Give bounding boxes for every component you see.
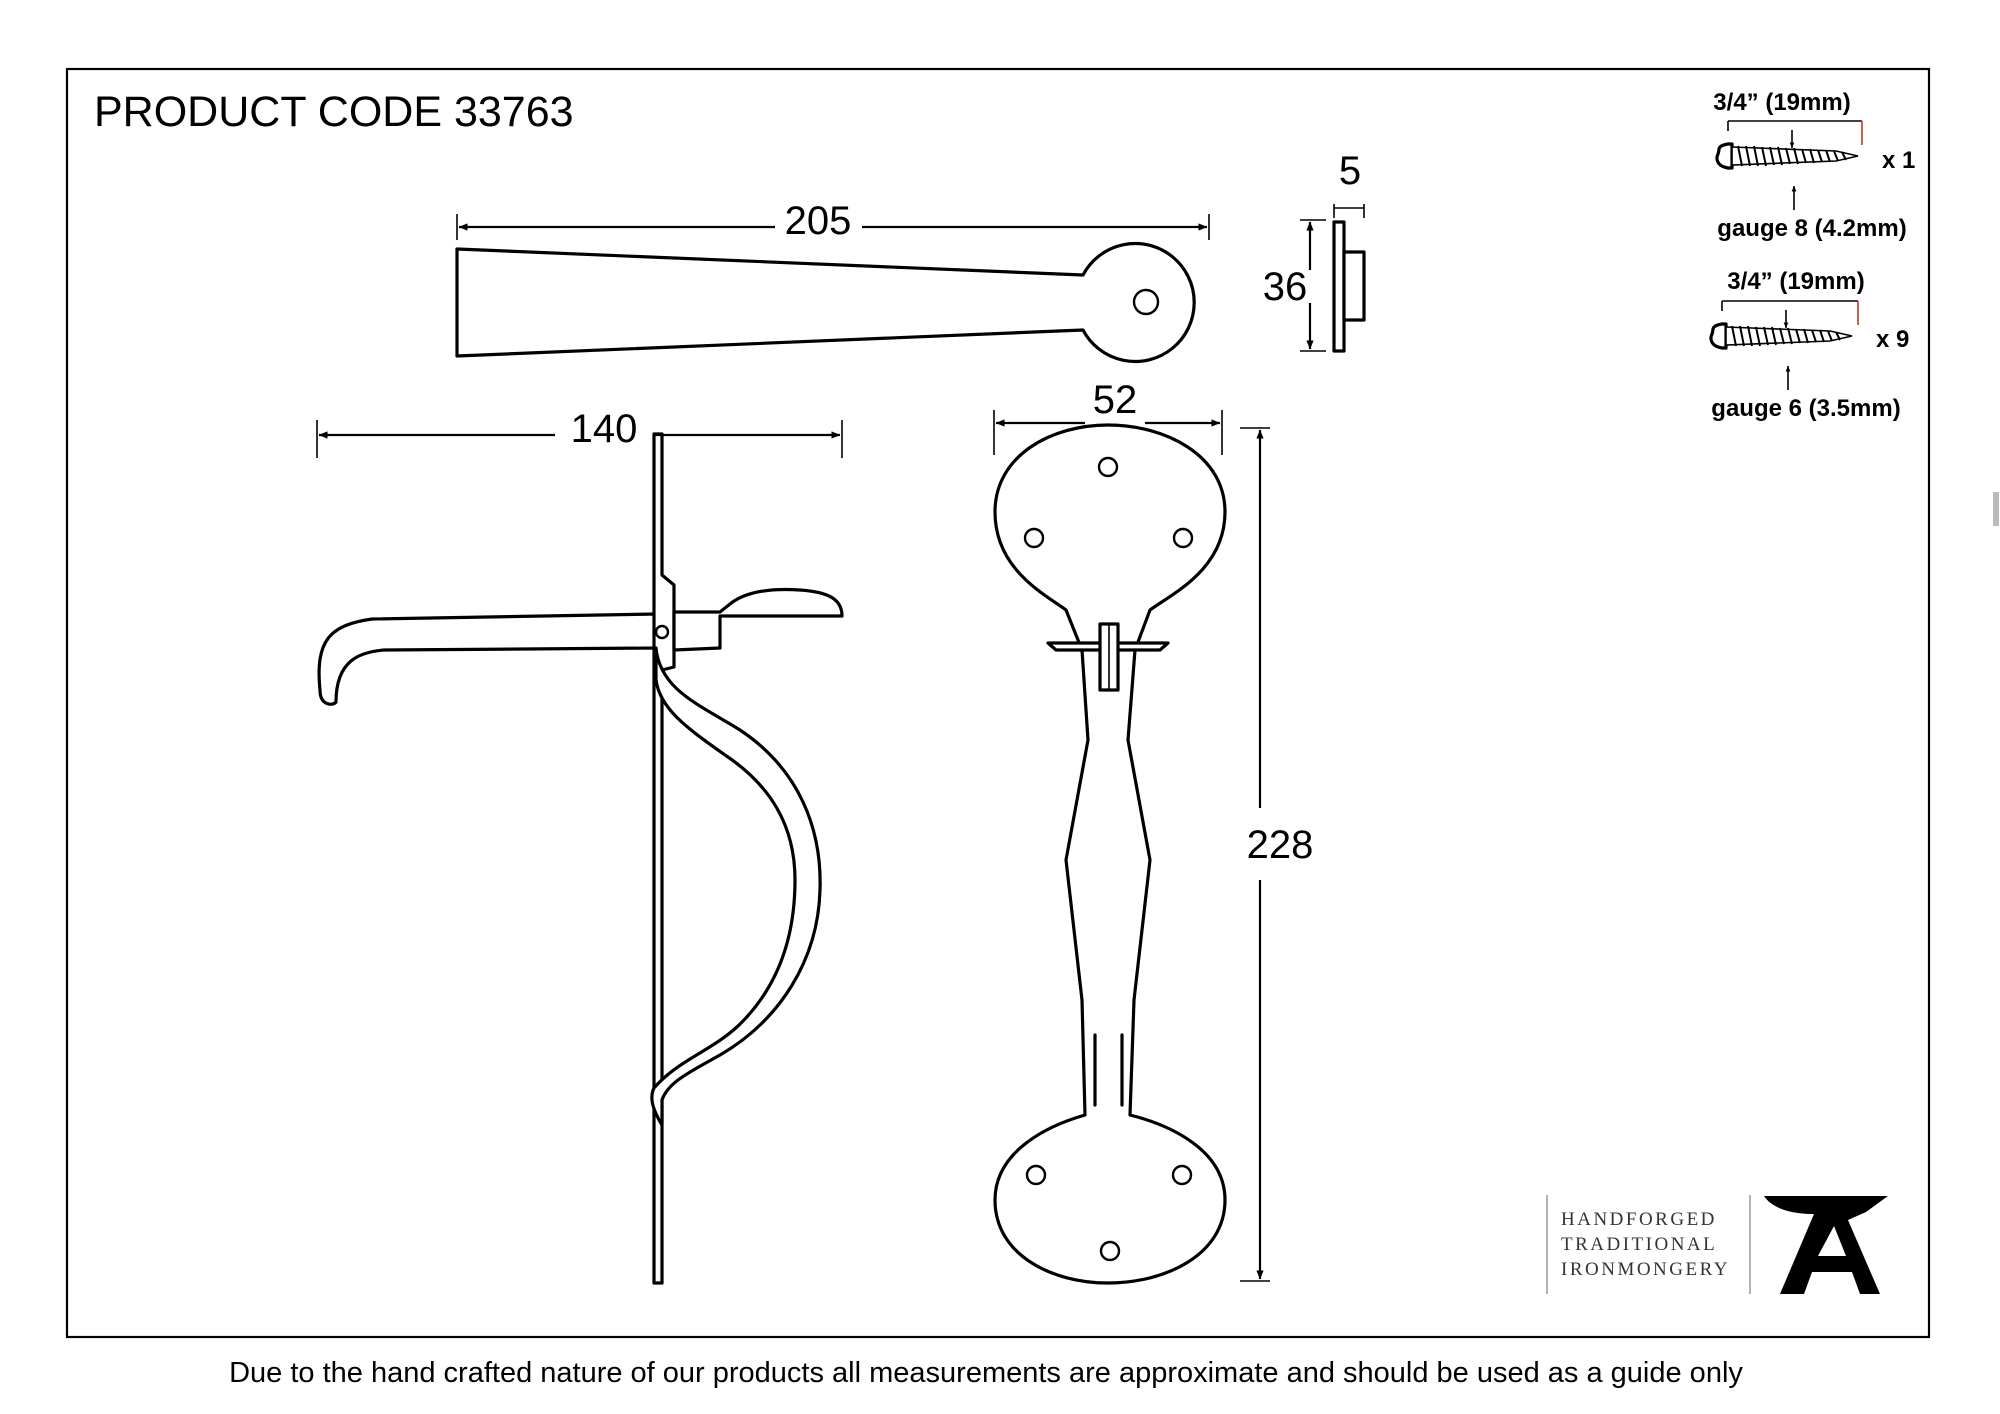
screw-1-length-label: 3/4” (19mm) — [1713, 89, 1850, 116]
dimension-bar-length-label: 140 — [571, 407, 638, 451]
latch-bar-top-view — [455, 241, 1196, 364]
screw-1-qty: x 1 — [1882, 147, 1915, 174]
screw-2-length-label: 3/4” (19mm) — [1727, 268, 1864, 295]
dimension-thickness: 5 — [1333, 149, 1365, 218]
screw-2-icon — [1709, 322, 1853, 350]
dimension-plate-width-label: 52 — [1093, 378, 1138, 422]
latch-bar-side-view — [1332, 220, 1366, 353]
product-code-title: PRODUCT CODE 33763 — [94, 88, 574, 136]
screw-2-gauge-label: gauge 6 (3.5mm) — [1711, 395, 1900, 422]
handle-front-view — [993, 423, 1227, 1285]
dimension-width-label: 36 — [1263, 265, 1308, 309]
brand-line-2: TRADITIONAL — [1561, 1234, 1717, 1255]
screw-spec-2: 3/4” (19mm) x 9 gauge 6 (3.5mm) — [1709, 268, 1909, 422]
dimension-width: 36 — [1263, 219, 1326, 352]
dimension-handle-height-label: 228 — [1247, 823, 1314, 867]
dimension-bar-length: 140 — [316, 407, 843, 458]
screw-1-icon — [1715, 142, 1859, 170]
handle-side-view — [317, 432, 844, 1285]
anvil-icon — [1764, 1196, 1888, 1294]
dimension-plate-width: 52 — [993, 378, 1223, 455]
brand-logo: HANDFORGED TRADITIONAL IRONMONGERY — [1546, 1195, 1888, 1294]
screw-2-qty: x 9 — [1876, 326, 1909, 353]
dimension-handle-height: 228 — [1240, 427, 1314, 1282]
drawing-border — [65, 67, 1931, 1339]
dimension-length: 205 — [456, 199, 1210, 243]
screw-1-gauge-label: gauge 8 (4.2mm) — [1717, 215, 1906, 242]
dimension-thickness-label: 5 — [1339, 149, 1361, 193]
dimension-length-label: 205 — [785, 199, 852, 243]
screw-spec-1: 3/4” (19mm) x 1 gauge 8 (4.2mm) — [1713, 89, 1915, 242]
edge-mark — [1993, 492, 1999, 526]
brand-line-1: HANDFORGED — [1561, 1209, 1717, 1230]
brand-line-3: IRONMONGERY — [1561, 1259, 1730, 1280]
footer-disclaimer: Due to the hand crafted nature of our pr… — [229, 1357, 1743, 1389]
